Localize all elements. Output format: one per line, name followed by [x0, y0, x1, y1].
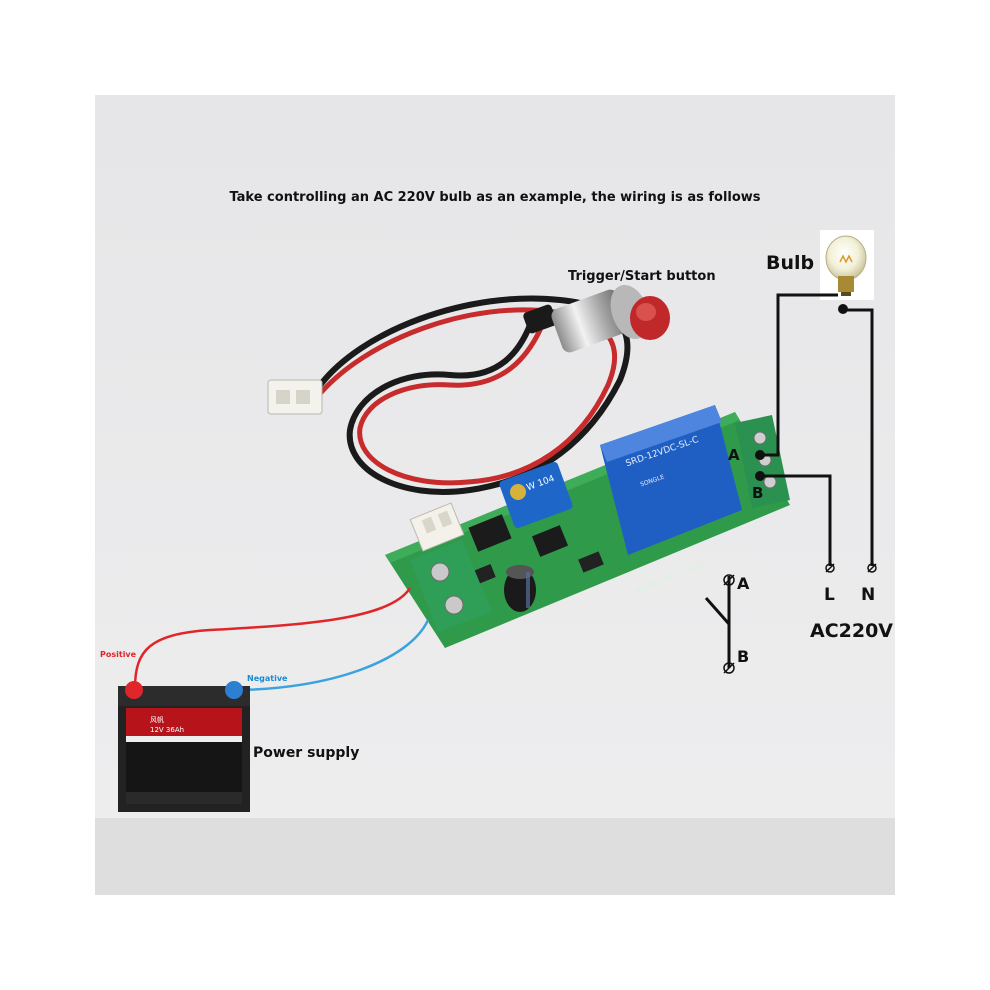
switch-a-label: A — [737, 574, 750, 593]
relay-icon: SRD-12VDC-SL-C SONGLE — [600, 405, 742, 555]
switch-b-label: B — [737, 647, 750, 666]
switch-symbol-icon — [704, 576, 731, 668]
trigger-button-label: Trigger/Start button — [568, 269, 716, 284]
push-button-icon — [523, 284, 670, 353]
input-header-icon — [409, 502, 465, 552]
ic-icon — [531, 525, 569, 557]
jst-connector-icon — [267, 379, 323, 415]
trigger-cable — [315, 295, 631, 495]
bulb-label: Bulb — [766, 252, 815, 274]
bulb-icon — [820, 230, 874, 300]
negative-wire — [231, 619, 430, 692]
bulb-contact-dot — [838, 304, 848, 314]
negative-terminal-icon — [225, 681, 243, 699]
ac-wiring — [762, 293, 874, 566]
background-bottom-strip — [95, 818, 895, 895]
line-n-label: N — [861, 585, 876, 605]
relay-module-board: W 104 SRD-12VDC-SL-C SONGLE 962905-Y162-… — [385, 405, 790, 648]
output-terminal-block-icon — [735, 415, 790, 508]
wire-bulb-to-n — [845, 308, 874, 566]
positive-terminal-icon — [125, 681, 143, 699]
battery-icon: 风帆 12V 36Ah — [118, 681, 250, 812]
line-l-label: L — [824, 585, 835, 605]
chip-icon — [468, 514, 512, 552]
battery-brand: 风帆 — [150, 715, 164, 724]
power-supply-label: Power supply — [253, 745, 360, 761]
terminal-b-label: B — [752, 484, 764, 502]
diagram-title: Take controlling an AC 220V bulb as an e… — [229, 190, 761, 205]
positive-label: Positive — [100, 650, 137, 659]
power-terminal-block-icon — [410, 540, 492, 632]
wire-a-to-bulb — [762, 293, 838, 457]
ac-voltage-label: AC220V — [810, 620, 894, 642]
potentiometer-icon: W 104 — [499, 462, 573, 528]
terminal-a-dot — [755, 450, 765, 460]
terminal-b-dot — [755, 471, 765, 481]
positive-wire — [133, 587, 412, 689]
terminal-a-label: A — [728, 446, 740, 464]
terminal-l-icon — [825, 563, 835, 573]
wire-b-to-l — [762, 474, 832, 566]
capacitor-icon — [504, 565, 536, 612]
negative-label: Negative — [247, 674, 288, 683]
terminal-n-icon — [867, 563, 877, 573]
battery-spec: 12V 36Ah — [150, 726, 184, 734]
